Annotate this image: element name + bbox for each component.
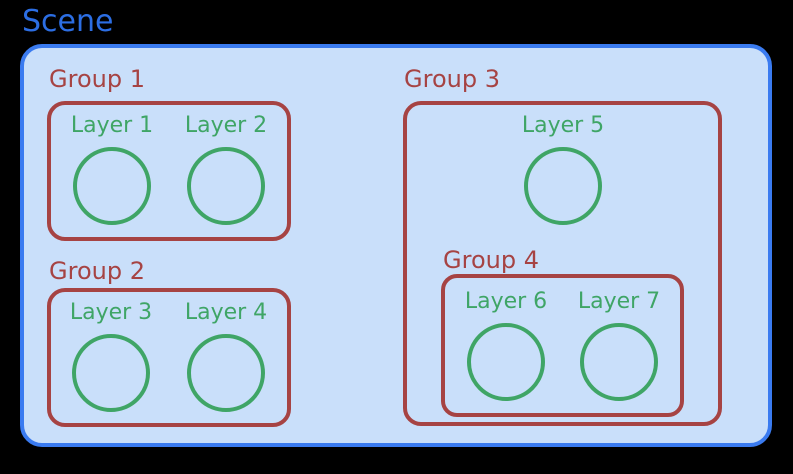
group-1-box: Layer 1 Layer 2 — [47, 101, 291, 241]
layer-1-circle — [73, 147, 151, 225]
layer-6-circle — [467, 323, 545, 401]
group-2-label: Group 2 — [49, 257, 145, 285]
scene-title: Scene — [22, 4, 114, 39]
layer-1: Layer 1 — [67, 113, 157, 225]
layer-7-circle — [580, 323, 658, 401]
layer-5: Layer 5 — [518, 113, 608, 225]
layer-7: Layer 7 — [574, 289, 664, 401]
layer-6: Layer 6 — [461, 289, 551, 401]
group-1-label: Group 1 — [49, 65, 145, 93]
layer-7-label: Layer 7 — [577, 289, 661, 314]
layer-3-circle — [72, 334, 150, 412]
group-4-label: Group 4 — [443, 246, 539, 274]
layer-3: Layer 3 — [66, 300, 156, 412]
layer-2-circle — [187, 147, 265, 225]
layer-4-circle — [187, 334, 265, 412]
layer-4-label: Layer 4 — [184, 300, 268, 325]
group-3-box: Layer 5 Group 4 Layer 6 Layer 7 — [403, 101, 722, 426]
layer-4: Layer 4 — [181, 300, 271, 412]
layer-5-circle — [524, 147, 602, 225]
layer-6-label: Layer 6 — [464, 289, 548, 314]
group-4-box: Layer 6 Layer 7 — [441, 274, 684, 417]
layer-1-label: Layer 1 — [70, 113, 154, 138]
layer-2: Layer 2 — [181, 113, 271, 225]
group-2-box: Layer 3 Layer 4 — [47, 288, 291, 427]
scene-container: Group 1 Layer 1 Layer 2 Group 2 Layer 3 … — [20, 44, 772, 447]
layer-3-label: Layer 3 — [69, 300, 153, 325]
group-3-label: Group 3 — [404, 65, 500, 93]
layer-2-label: Layer 2 — [184, 113, 268, 138]
layer-5-label: Layer 5 — [521, 113, 605, 138]
